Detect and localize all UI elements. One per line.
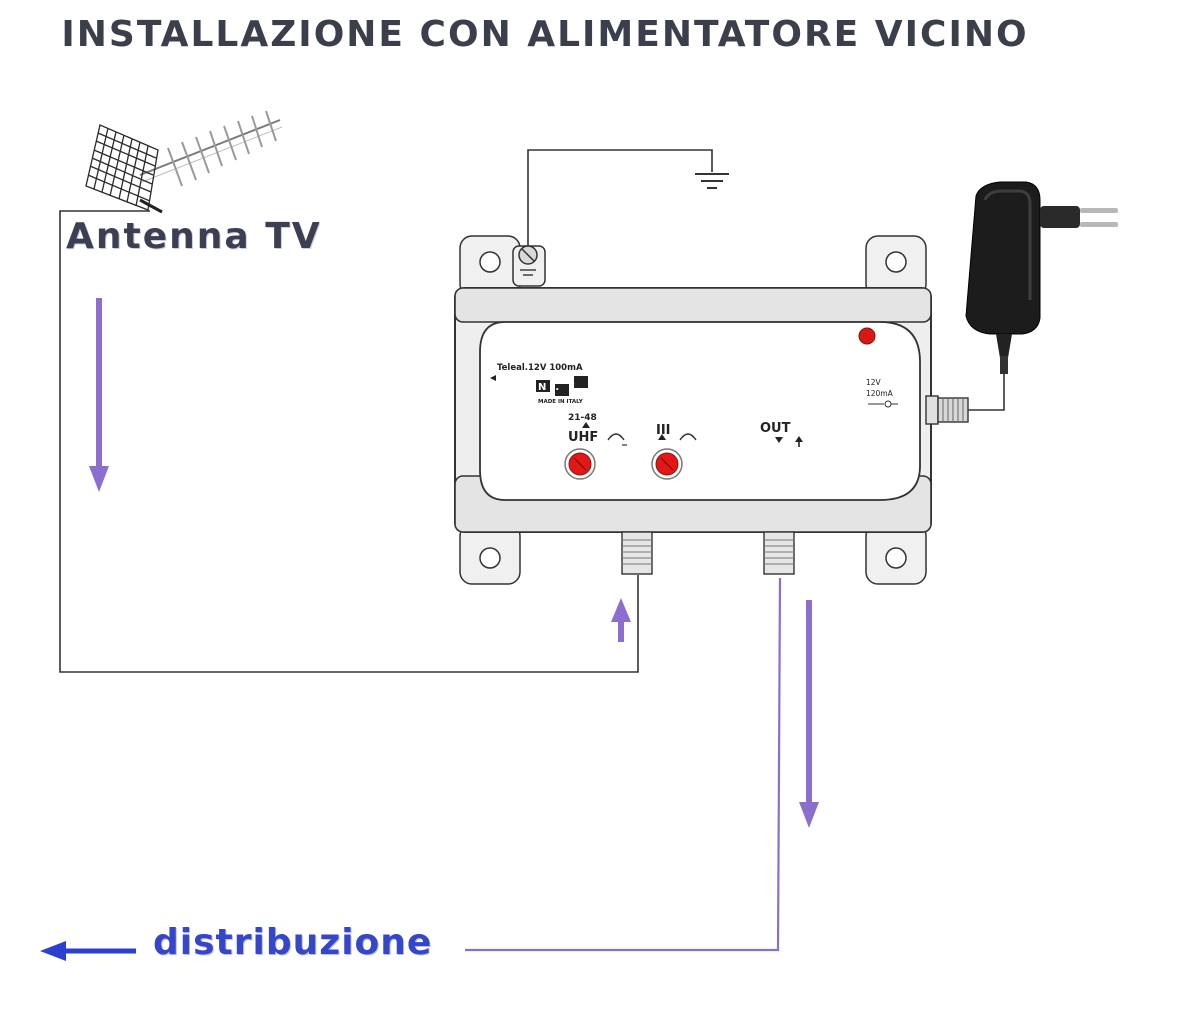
power-adapter-icon [965, 181, 1118, 374]
ground-screw-icon [518, 245, 538, 276]
power-cable [968, 372, 1005, 411]
uhf-range-text: 21-48 [568, 413, 597, 423]
input-up-arrow [611, 598, 631, 642]
input-f-connector[interactable] [621, 531, 653, 575]
signal-down-arrow [89, 298, 109, 492]
ground-wire [527, 149, 713, 252]
power-led [858, 327, 876, 345]
bottom-mount-tabs [459, 523, 927, 585]
out-label: OUT [760, 421, 791, 436]
brand-logo: N.E.L. MADE IN ITALY [536, 376, 625, 405]
antenna-cable [59, 210, 639, 673]
distribution-left-arrow [40, 941, 136, 961]
output-f-connector[interactable] [763, 531, 795, 575]
uhf-label: UHF [568, 430, 598, 445]
output-cable [465, 577, 782, 952]
antenna-label: Antenna TV [66, 216, 322, 257]
power-voltage-text: 12V [866, 378, 882, 387]
tv-antenna-icon [85, 110, 283, 214]
dc-power-connector [925, 395, 969, 425]
output-down-arrow [799, 600, 819, 828]
amplifier-model-text: Teleal.12V 100mA [497, 363, 583, 373]
ground-icon [695, 173, 729, 189]
dc-jack-symbol-icon [868, 400, 898, 408]
page-title: INSTALLAZIONE CON ALIMENTATORE VICINO [61, 14, 1029, 55]
power-current-text: 120mA [866, 389, 894, 398]
made-in-text: MADE IN ITALY [538, 399, 584, 405]
amplifier-device: Teleal.12V 100mA N.E.L. MADE IN ITALY 21… [454, 235, 969, 585]
vhf-label: III [656, 423, 671, 438]
distribution-label: distribuzione [153, 922, 433, 963]
vhf-gain-knob[interactable] [651, 448, 683, 480]
brand-logo-text: N.E.L. [538, 382, 625, 393]
uhf-gain-knob[interactable] [564, 448, 596, 480]
